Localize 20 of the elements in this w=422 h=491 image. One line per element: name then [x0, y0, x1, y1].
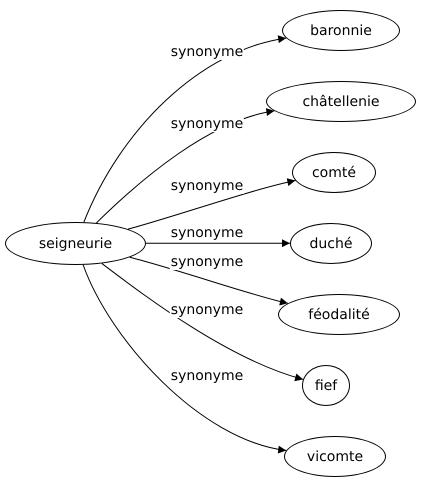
node-label: baronnie [310, 22, 372, 38]
node-label: duché [310, 236, 352, 252]
edge-label: synonyme [170, 116, 244, 132]
arrow [146, 239, 290, 248]
node-label: seigneurie [38, 236, 112, 252]
ellipse-node [302, 365, 350, 406]
arrow [128, 178, 296, 230]
arrow [129, 256, 288, 306]
arrow [82, 264, 287, 453]
node-label: féodalité [308, 306, 370, 322]
arrow [101, 262, 304, 381]
arrow [83, 36, 287, 223]
node-label: fief [314, 378, 338, 394]
node-label: comté [312, 164, 356, 180]
node-label: vicomte [306, 448, 364, 464]
ellipse-node [5, 222, 146, 265]
node-label: châtellenie [302, 94, 380, 110]
ellipse-node [266, 81, 416, 122]
ellipse-node [278, 294, 400, 335]
ellipse-node [292, 152, 376, 193]
